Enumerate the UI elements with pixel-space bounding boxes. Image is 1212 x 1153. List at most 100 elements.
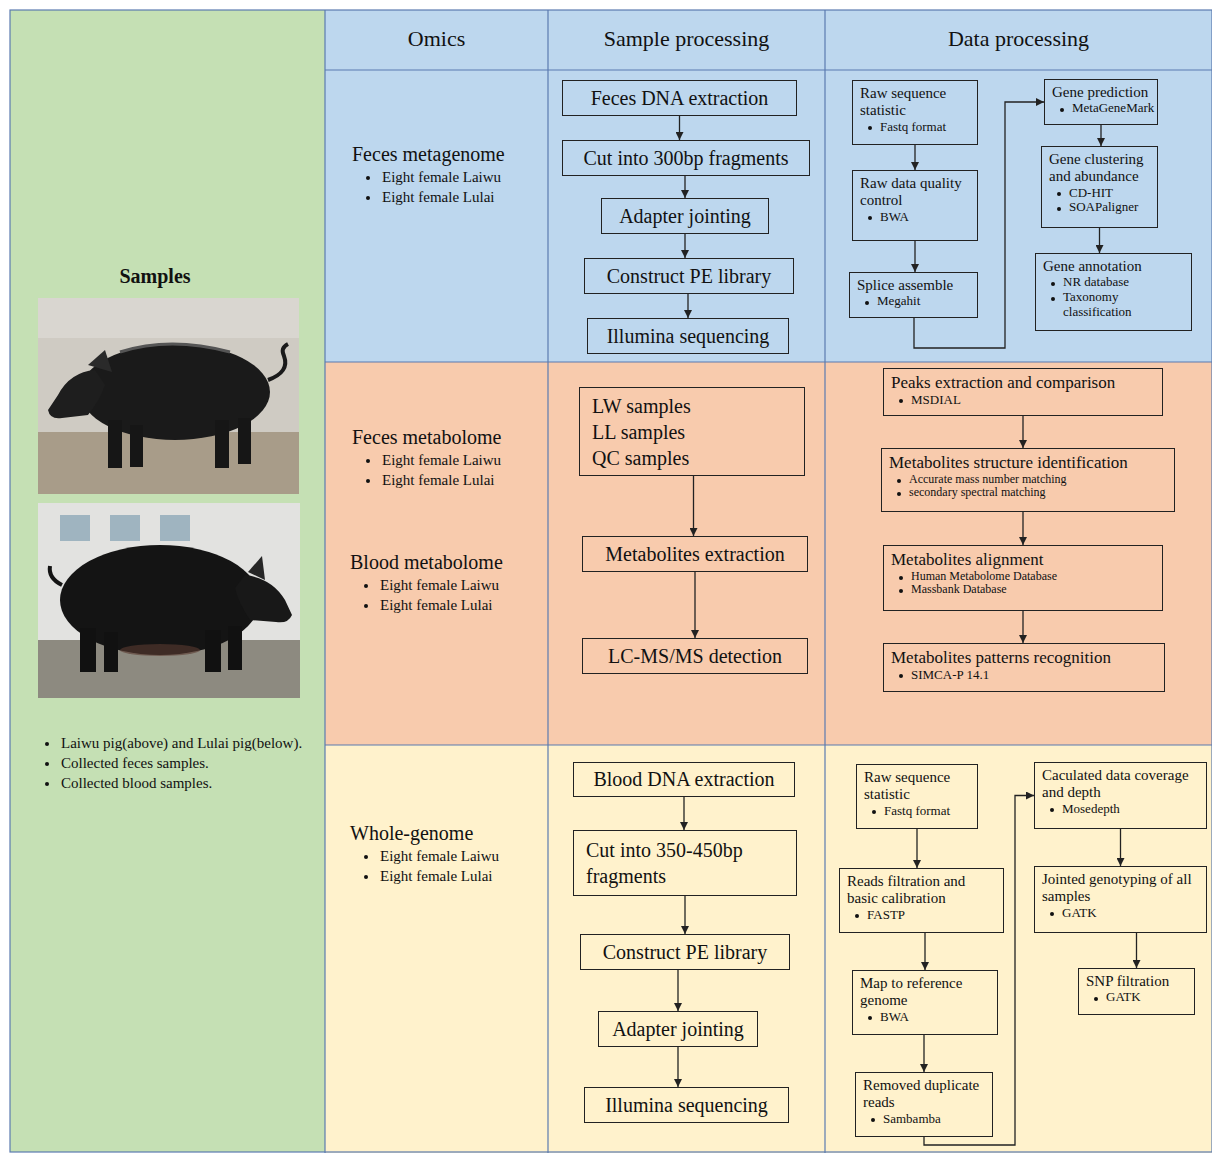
sample-note: Eight female Laiwu (382, 452, 501, 468)
omics-band: Whole-genomeEight female LaiwuEight fema… (325, 745, 1212, 1153)
column-header: Data processing (948, 26, 1089, 51)
text-holder: Eight female Laiwu (382, 168, 501, 186)
tool-name: Accurate mass number matching (909, 472, 1067, 486)
arrow-connector (684, 896, 685, 934)
grid-line (824, 10, 825, 1153)
arrow-connector (677, 970, 678, 1011)
process-label: Adapter jointing (612, 1018, 744, 1041)
sample-note: Eight female Lulai (382, 189, 494, 205)
arrow-connector (687, 294, 688, 318)
text-holder: Collected feces samples. (61, 754, 323, 772)
grid-line (324, 10, 325, 1153)
analysis-box: SNP filtrationGATK (1078, 968, 1195, 1015)
text-holder: Eight female Laiwu (380, 576, 499, 594)
analysis-box: Metabolites patterns recognitionSIMCA-P … (883, 643, 1165, 692)
tool-item: BWA (860, 1010, 991, 1025)
omics-band: Feces metagenomeEight female LaiwuEight … (325, 70, 1212, 362)
process-label: Cut into 300bp fragments (584, 147, 789, 170)
arrow-connector (1022, 512, 1023, 545)
process-box: Construct PE library (580, 934, 790, 970)
sample-note: Eight female Lulai (380, 868, 492, 884)
arrow-connector (923, 1035, 924, 1072)
bullet-dot (1051, 282, 1055, 286)
process-box: Illumina sequencing (587, 318, 789, 354)
tool-name: GATK (1062, 905, 1097, 920)
analysis-title: Metabolites alignment (891, 550, 1156, 570)
process-label: Metabolites extraction (605, 543, 784, 566)
text-holder: Eight female Lulai (380, 867, 492, 885)
arrow-connector (916, 829, 917, 868)
sample-note: Eight female Laiwu (380, 848, 499, 864)
process-box: Metabolites extraction (582, 536, 808, 572)
bullet-dot (899, 399, 903, 403)
bullet-dot (899, 576, 903, 580)
process-box: Adapter jointing (601, 198, 769, 234)
arrow-connector (684, 234, 685, 258)
metabolome-ground (325, 362, 1212, 745)
tool-name: Mosedepth (1062, 801, 1120, 816)
bullet-dot (1060, 108, 1064, 112)
analysis-box: Peaks extraction and comparisonMSDIAL (883, 368, 1163, 416)
arrow-connector (914, 241, 915, 272)
analysis-title: Metabolites structure identification (889, 453, 1168, 473)
tool-item: Fastq format (860, 120, 971, 135)
bullet-dot (366, 176, 370, 180)
bullet-dot (1050, 808, 1054, 812)
arrow-connector (679, 116, 680, 140)
bullet-dot (872, 810, 876, 814)
analysis-title: Gene clustering and abundance (1049, 151, 1151, 186)
process-box: Construct PE library (584, 258, 794, 294)
arrow-connector (693, 476, 694, 536)
tool-item: Megahit (857, 294, 971, 309)
tool-name: FASTP (867, 907, 905, 922)
analysis-box: Gene clustering and abundanceCD-HITSOAPa… (1041, 146, 1158, 228)
process-label: Blood DNA extraction (593, 768, 774, 791)
process-label: LL samples (592, 419, 685, 445)
text-holder: Laiwu pig(above) and Lulai pig(below). (61, 734, 323, 752)
tool-item: GATK (1086, 990, 1188, 1005)
arrow-connector (683, 797, 684, 830)
tool-name: BWA (880, 209, 909, 224)
process-label: Construct PE library (603, 941, 767, 964)
tool-item: Taxonomy classification (1043, 290, 1185, 320)
tool-name: GATK (1106, 989, 1141, 1004)
header-ground (325, 10, 1212, 70)
process-box: LC-MS/MS detection (582, 638, 808, 674)
panel-title: Samples (119, 265, 190, 287)
bullet-dot (45, 742, 49, 746)
tool-name: SOAPaligner (1069, 199, 1138, 214)
analysis-title: Map to reference genome (860, 975, 991, 1010)
grid-line (547, 10, 548, 1153)
bullet-dot (868, 1016, 872, 1020)
analysis-title: Removed duplicate reads (863, 1077, 986, 1112)
bullet-dot (364, 855, 368, 859)
arrow-connector (914, 145, 915, 170)
tool-name: MSDIAL (911, 392, 961, 407)
tool-item: NR database (1043, 275, 1185, 290)
tool-item: BWA (860, 210, 971, 225)
tool-item: CD-HIT (1049, 186, 1151, 201)
analysis-title: Jointed genotyping of all samples (1042, 871, 1200, 906)
text-holder: Eight female Laiwu (382, 451, 501, 469)
tool-item: FASTP (847, 908, 997, 923)
grid-line (325, 744, 1212, 745)
analysis-box: Gene annotationNR databaseTaxonomy class… (1035, 253, 1192, 331)
text-holder: Whole-genome (350, 822, 473, 845)
omics-name: Whole-genome (350, 822, 473, 844)
bullet-dot (897, 492, 901, 496)
tool-item: secondary spectral matching (889, 486, 1168, 500)
sample-note: Eight female Lulai (380, 597, 492, 613)
analysis-box: Reads filtration and basic calibrationFA… (839, 868, 1004, 933)
process-label: LC-MS/MS detection (608, 645, 782, 668)
analysis-box: Splice assembleMegahit (849, 272, 978, 318)
bullet-dot (364, 584, 368, 588)
process-box: LW samplesLL samplesQC samples (579, 387, 805, 476)
bullet-dot (366, 479, 370, 483)
analysis-title: Raw sequence statistic (860, 85, 971, 120)
tool-item: Massbank Database (891, 583, 1156, 597)
bullet-dot (1057, 192, 1061, 196)
genome-ground (325, 745, 1212, 1153)
sample-note: Eight female Laiwu (380, 577, 499, 593)
analysis-box: Map to reference genomeBWA (852, 970, 998, 1035)
text-holder: Blood metabolome (350, 551, 503, 574)
